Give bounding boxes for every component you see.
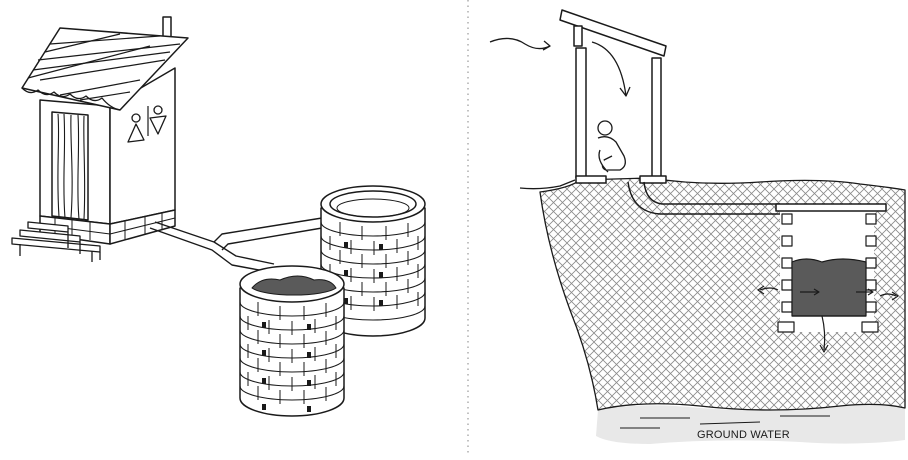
pit-sludge xyxy=(792,259,866,316)
left-panel xyxy=(12,17,425,416)
right-panel: GROUND WATER xyxy=(490,10,905,444)
person-squatting-icon xyxy=(598,121,625,172)
airflow-arrows xyxy=(490,38,630,96)
front-pit-tank xyxy=(240,266,344,416)
drain-pipes xyxy=(150,218,322,272)
outhouse-door xyxy=(52,112,88,220)
downflow-arrow-icon xyxy=(592,42,626,96)
outhouse xyxy=(12,17,188,262)
wind-arrow-icon xyxy=(490,38,550,48)
leach-pit xyxy=(776,204,886,332)
pit-cover-slab xyxy=(776,204,886,211)
groundwater-label: GROUND WATER xyxy=(697,429,790,441)
